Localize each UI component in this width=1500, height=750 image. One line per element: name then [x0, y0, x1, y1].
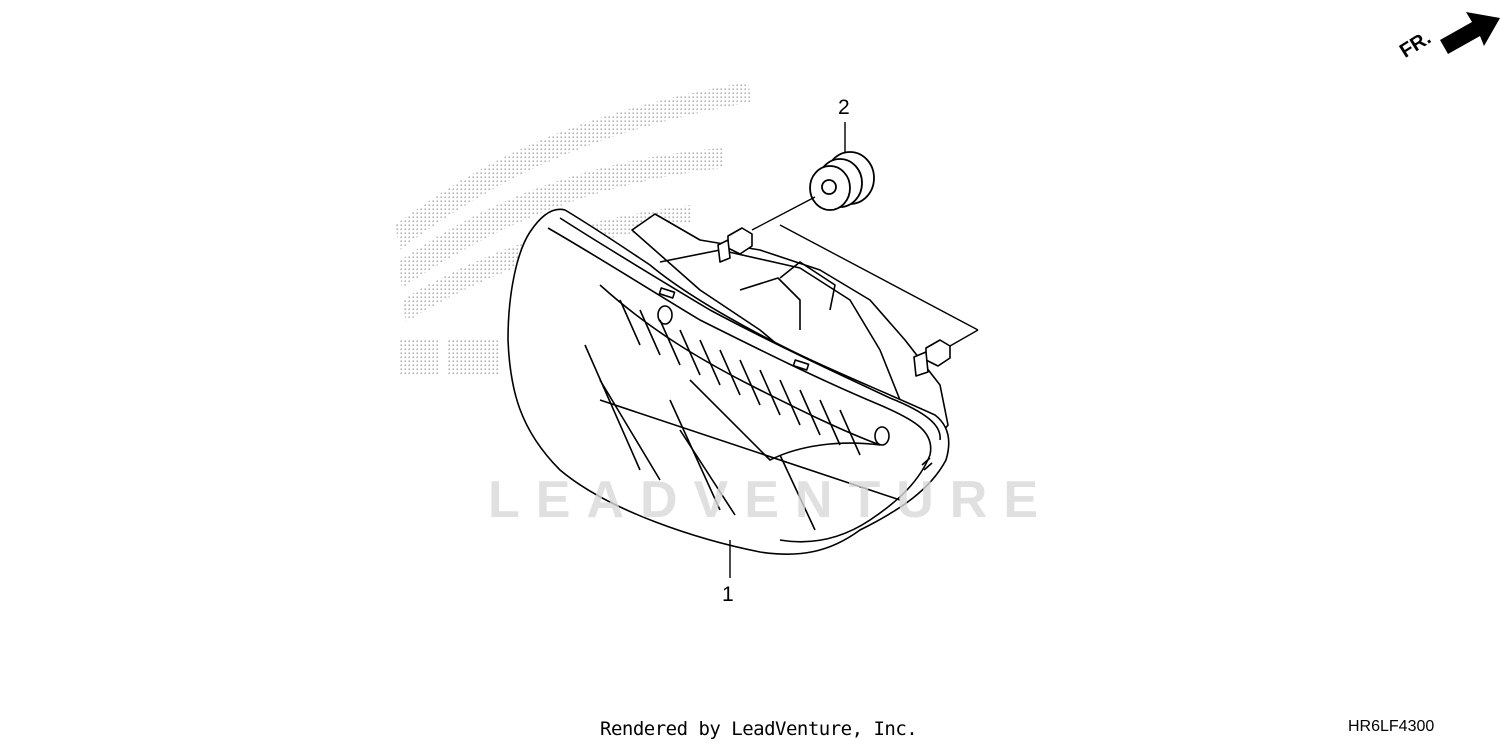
callout-number-1[interactable]: 1	[722, 583, 734, 606]
taillight-assembly-drawing	[507, 208, 951, 555]
callout-number-2[interactable]: 2	[838, 96, 850, 119]
leader-lines	[729, 122, 979, 578]
front-direction-arrow	[1440, 12, 1500, 54]
leadventure-watermark: LEADVENTURE	[488, 471, 1055, 529]
grommet-drawing	[809, 151, 875, 211]
diagram-code: HR6LF4300	[1348, 718, 1435, 735]
footer-credit: Rendered by LeadVenture, Inc.	[600, 718, 918, 740]
